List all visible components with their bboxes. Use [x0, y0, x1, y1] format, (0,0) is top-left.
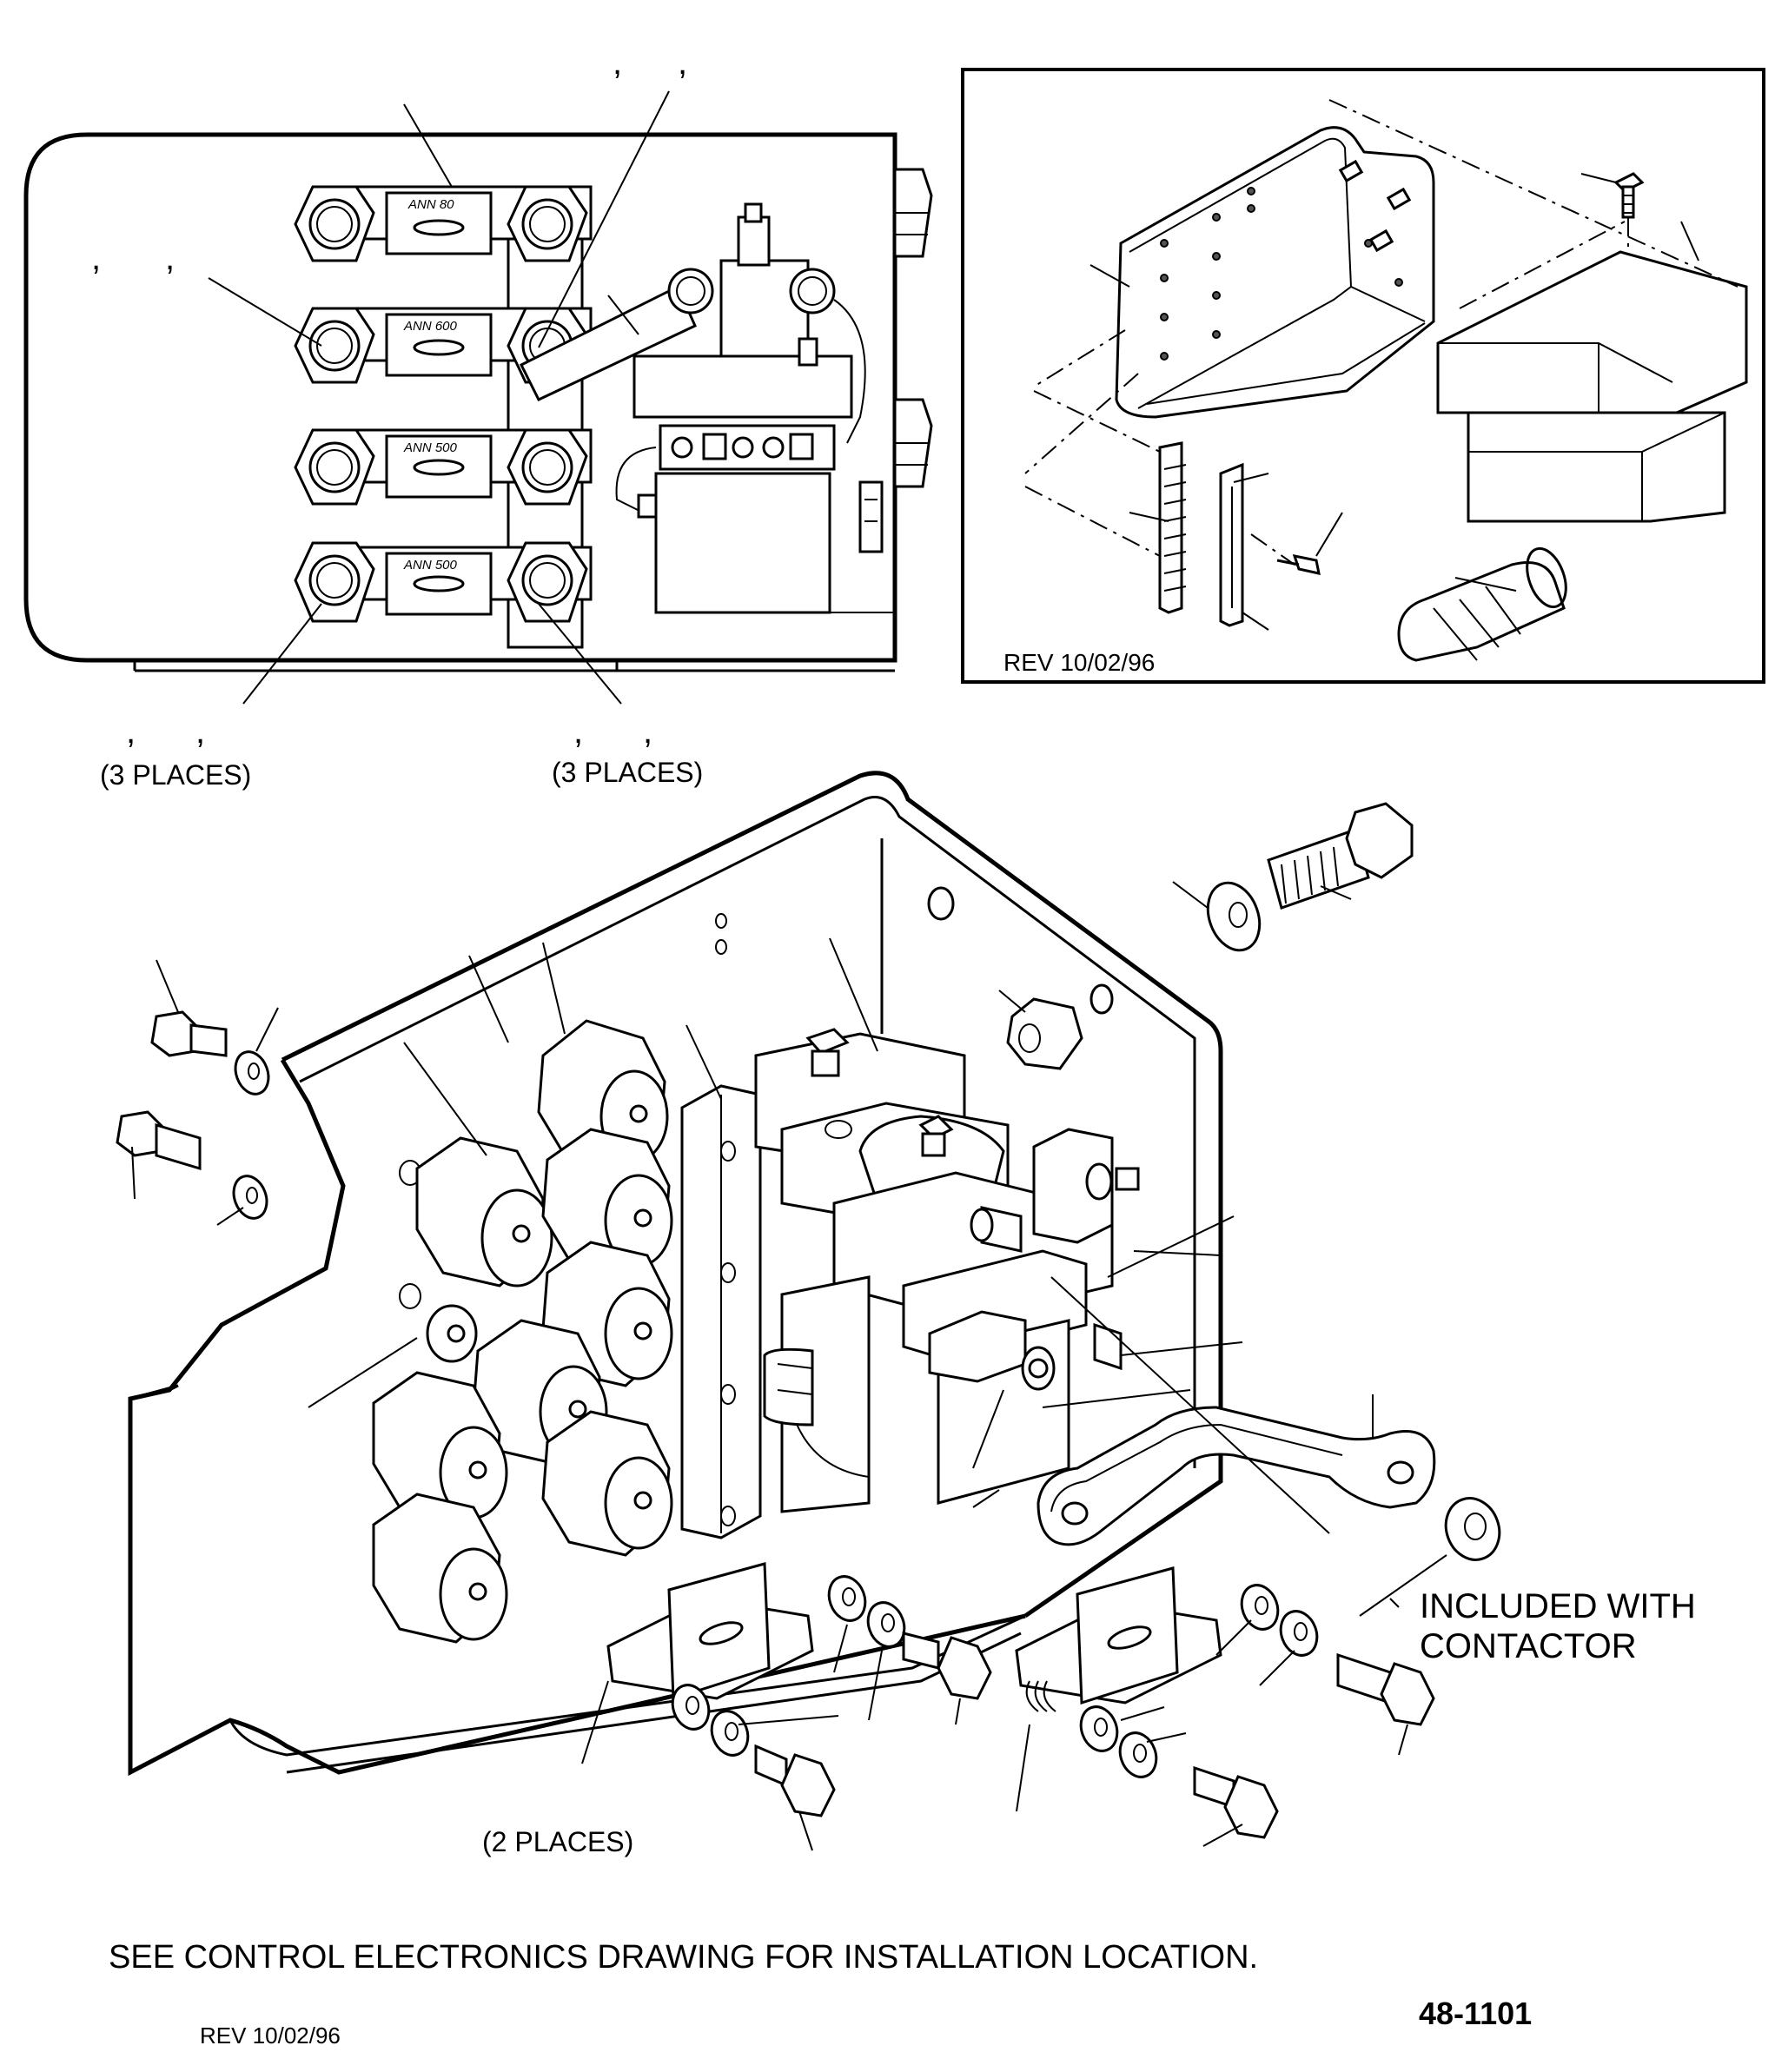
places-label-left: (3 PLACES): [100, 759, 251, 791]
fuse-row-1: ANN 80: [294, 185, 593, 262]
comma-mark: ,: [91, 239, 101, 277]
hex-standoffs: [372, 1019, 673, 1644]
places-label-bottom: (2 PLACES): [482, 1826, 633, 1857]
installation-note: SEE CONTROL ELECTRONICS DRAWING FOR INST…: [109, 1939, 1258, 1976]
hardware: [116, 802, 1501, 1839]
included-with-line2: CONTACTOR: [1420, 1627, 1637, 1665]
fuse-row-2: ANN 600: [294, 307, 593, 384]
fuse-rating-label: ANN 80: [407, 197, 454, 212]
inset-detail: REV 10/02/96: [961, 68, 1765, 684]
comma-mark: ,: [678, 43, 687, 82]
contactor-isometric: [754, 1028, 1140, 1513]
comma-mark: ,: [126, 712, 136, 751]
contactor-front-view: [615, 202, 895, 614]
fuse-panel-view: ANN 80 ANN 600 ANN 500: [23, 43, 933, 791]
fuse-rating-label: ANN 500: [403, 558, 458, 573]
comma-mark: ,: [643, 712, 652, 751]
comma-mark: ,: [195, 712, 205, 751]
places-label-right: (3 PLACES): [552, 757, 703, 788]
revision-label: REV 10/02/96: [200, 2022, 341, 2049]
inset-revision-label: REV 10/02/96: [1003, 649, 1155, 676]
fuse-row-3: ANN 500: [294, 428, 593, 506]
fuse-rating-label: ANN 600: [403, 319, 458, 334]
fuse-row-4: ANN 500: [294, 541, 593, 623]
comma-mark: ,: [165, 239, 175, 277]
comma-mark: ,: [613, 43, 622, 82]
comma-mark: ,: [573, 712, 583, 751]
included-with-line1: INCLUDED WITH: [1420, 1587, 1696, 1625]
exploded-isometric-view: INCLUDED WITH CONTACTOR (2 PLACES): [116, 771, 1696, 1857]
drawing-number: 48-1101: [1419, 1996, 1532, 2031]
fuse-rating-label: ANN 500: [403, 440, 458, 455]
